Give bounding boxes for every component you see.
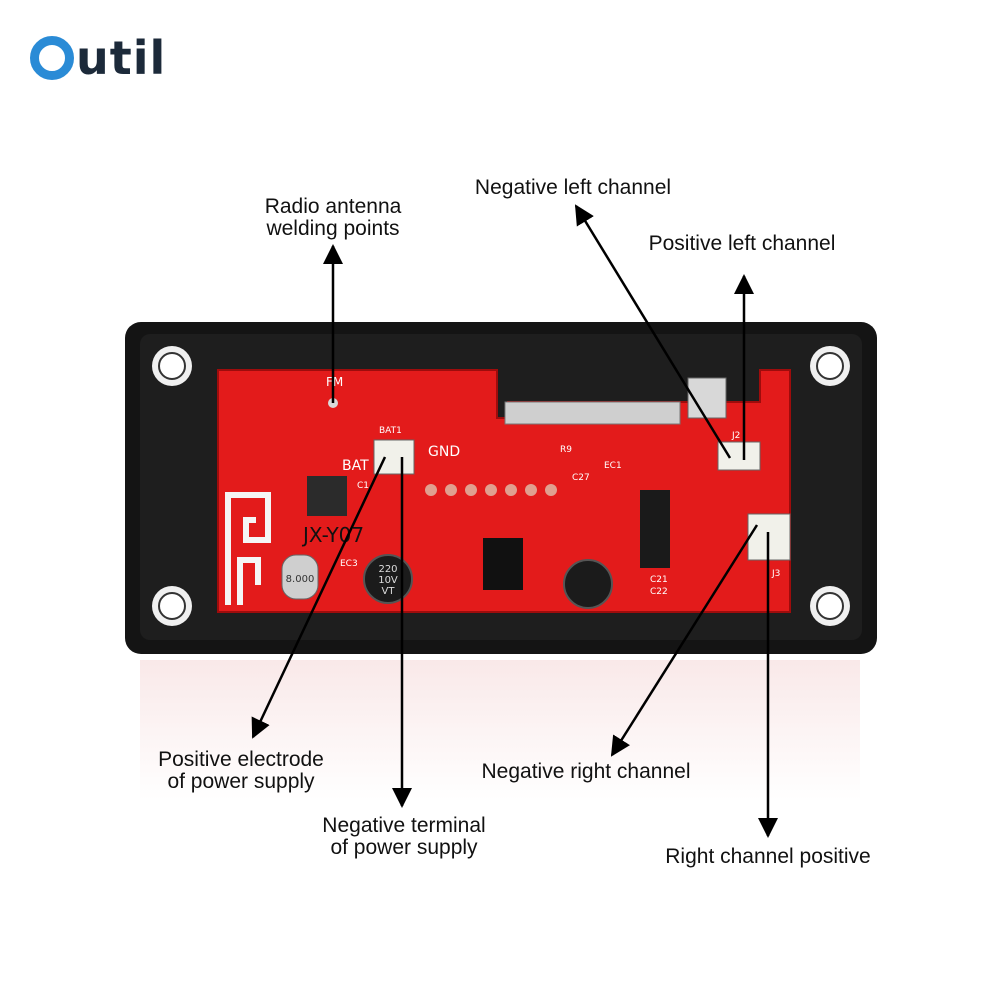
label-positive-electrode: Positive electrode of power supply (146, 749, 336, 793)
silk-bat: BAT (342, 458, 369, 474)
antenna-trace (225, 492, 271, 605)
sd-card-slot (504, 401, 681, 425)
silk-c27: C27 (572, 473, 590, 483)
label-line: of power supply (167, 770, 315, 793)
arrow-neg-left (574, 204, 732, 459)
label-negative-terminal: Negative terminal of power supply (310, 815, 498, 859)
arrow-pos-power (251, 456, 387, 739)
mounting-hole-icon (810, 346, 850, 386)
silkscreen-text: FM BAT1 BAT GND JX-Y07 EC1 EC3 J2 J3 C1 … (301, 375, 780, 597)
silk-c22: C22 (650, 587, 668, 597)
label-negative-left-channel: Negative left channel (462, 177, 684, 199)
pin-header (425, 484, 557, 496)
label-radio-antenna: Radio antenna welding points (255, 196, 411, 240)
silk-c1: C1 (357, 481, 369, 491)
label-line: welding points (266, 217, 400, 240)
label-right-channel-positive: Right channel positive (651, 846, 885, 868)
bluetooth-chip (307, 476, 347, 516)
silk-c21: C21 (650, 575, 668, 585)
label-line: Negative terminal (322, 814, 486, 837)
silk-fm: FM (326, 375, 343, 389)
label-line: Negative right channel (481, 760, 691, 783)
silk-ec1: EC1 (604, 461, 622, 471)
cap-label-3: VT (382, 586, 396, 597)
logo-o-icon (30, 36, 74, 80)
brand-logo: util (30, 28, 166, 88)
voltage-regulator (483, 538, 523, 590)
cap-label-2: 10V (378, 575, 398, 586)
mounting-hole-icon (810, 586, 850, 626)
mounting-hole-icon (152, 346, 192, 386)
logo-text: util (76, 31, 167, 85)
label-line: Negative left channel (474, 176, 672, 199)
capacitor-220uf (363, 554, 413, 604)
arrow-neg-right (610, 524, 759, 757)
label-line: Positive electrode (158, 748, 324, 771)
silk-j3: J3 (771, 569, 780, 579)
label-negative-right-channel: Negative right channel (468, 761, 704, 783)
crystal-oscillator (281, 554, 319, 600)
amplifier-chip (640, 490, 670, 568)
silk-bat1: BAT1 (379, 426, 402, 436)
silk-gnd: GND (428, 444, 460, 460)
label-line: Radio antenna (264, 195, 402, 218)
silk-r9: R9 (560, 445, 572, 455)
silk-model: JX-Y07 (301, 523, 364, 547)
label-line: Right channel positive (665, 845, 871, 868)
label-line: Positive left channel (648, 232, 836, 255)
cap-label-1: 220 (378, 564, 397, 575)
silk-ec3: EC3 (340, 559, 358, 569)
crystal-label: 8.000 (286, 574, 315, 585)
capacitor-2 (563, 559, 613, 609)
silk-j2: J2 (731, 431, 740, 441)
mounting-hole-icon (152, 586, 192, 626)
label-line: of power supply (330, 836, 478, 859)
left-channel-connector (717, 441, 761, 471)
label-positive-left-channel: Positive left channel (636, 233, 848, 255)
